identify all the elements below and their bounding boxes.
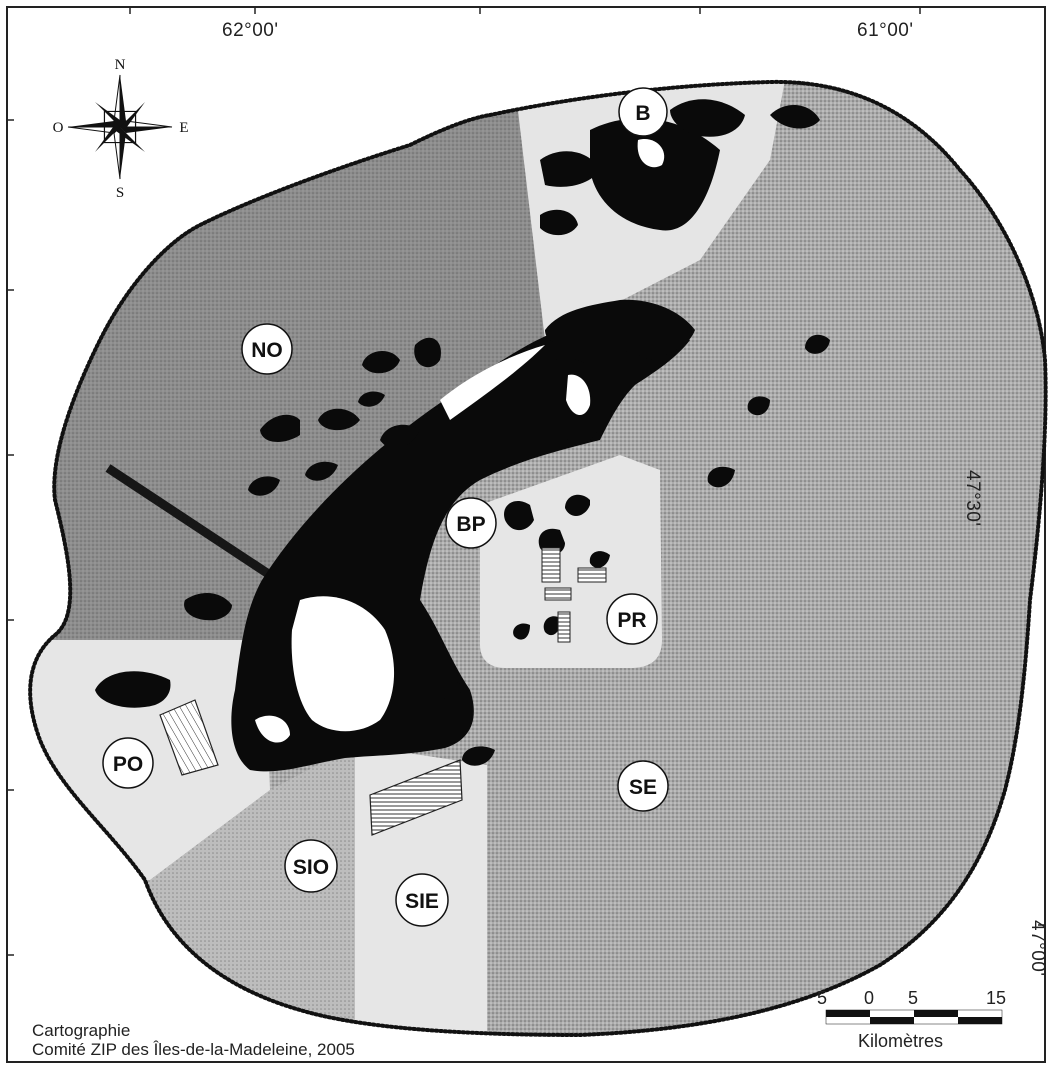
islet [95,671,171,708]
islet [805,334,830,354]
lagoon [291,596,395,732]
zone-label-se: SE [617,760,669,812]
zone-label-sie: SIE [395,873,449,927]
islet [543,616,561,636]
scale-tick-4: 15 [986,988,1007,1008]
east-island [545,299,695,360]
compass-south-label: S [116,185,124,201]
lagoon [440,345,545,420]
svg-text:PR: PR [617,609,646,632]
compass-east-label: E [179,120,188,136]
zone-label-b: B [618,87,668,137]
svg-text:SE: SE [629,776,657,799]
scale-unit-label: Kilomètres [858,1031,944,1051]
scale-tick-1: 5 [817,988,828,1008]
islet [305,461,338,481]
latitude-label-south: 47°00' [1027,920,1048,977]
islet [260,414,300,442]
credit-line-1: Cartographie [32,1021,131,1040]
islet [504,500,534,531]
longitude-label-east: 61°00' [857,20,914,41]
islet [362,350,400,374]
svg-text:B: B [635,102,650,125]
credit-line-2: Comité ZIP des Îles-de-la-Madeleine, 200… [32,1040,355,1059]
islet [358,391,385,407]
north-island [590,118,720,231]
hatched-area-pr [541,547,561,583]
zone-label-bp: BP [445,497,497,549]
scale-bar [825,1009,1003,1025]
hatched-area-pr [544,587,572,601]
lagoon [255,715,290,743]
islet [707,466,735,488]
islet [589,551,610,568]
islet [318,408,360,431]
islet [248,476,280,496]
svg-text:NO: NO [251,339,283,362]
svg-text:PO: PO [113,753,143,776]
compass-rose: N E S O [53,57,189,201]
scale-tick-3: 5 [908,988,919,1008]
zone-labels: B NO BP PR PO SE SIO SIE [102,87,669,927]
hatched-area-sie [369,759,463,836]
zone-divider-line [105,464,273,579]
hatched-area-po [159,699,219,776]
latitude-label-north: 47°30' [962,470,983,527]
lagoons-layer [255,139,665,743]
frame-ticks [7,7,1045,956]
longitude-label-west: 62°00' [222,20,279,41]
north-island [770,104,820,129]
compass-north-label: N [115,57,126,73]
islet [462,746,495,766]
hatched-areas [159,547,607,836]
zone-label-po: PO [102,737,154,789]
north-island [540,209,578,236]
zone-label-no: NO [241,323,293,375]
compass-west-label: O [53,120,64,136]
lagoon [566,374,591,416]
north-island [540,151,600,187]
islet [565,494,590,516]
svg-text:SIE: SIE [405,890,439,913]
svg-text:SIO: SIO [293,856,329,879]
islet [441,681,462,701]
hatched-area-pr [557,611,571,643]
lagoon [637,139,665,168]
islet [414,337,441,368]
hatched-area-pr [577,567,607,583]
islet [184,593,232,621]
zone-label-sio: SIO [284,839,338,893]
scale-tick-2: 0 [864,988,875,1008]
islet [513,623,530,640]
islet [747,396,770,416]
svg-text:BP: BP [456,513,485,536]
north-island [670,99,745,137]
islet [380,424,420,449]
zone-label-pr: PR [606,593,658,645]
